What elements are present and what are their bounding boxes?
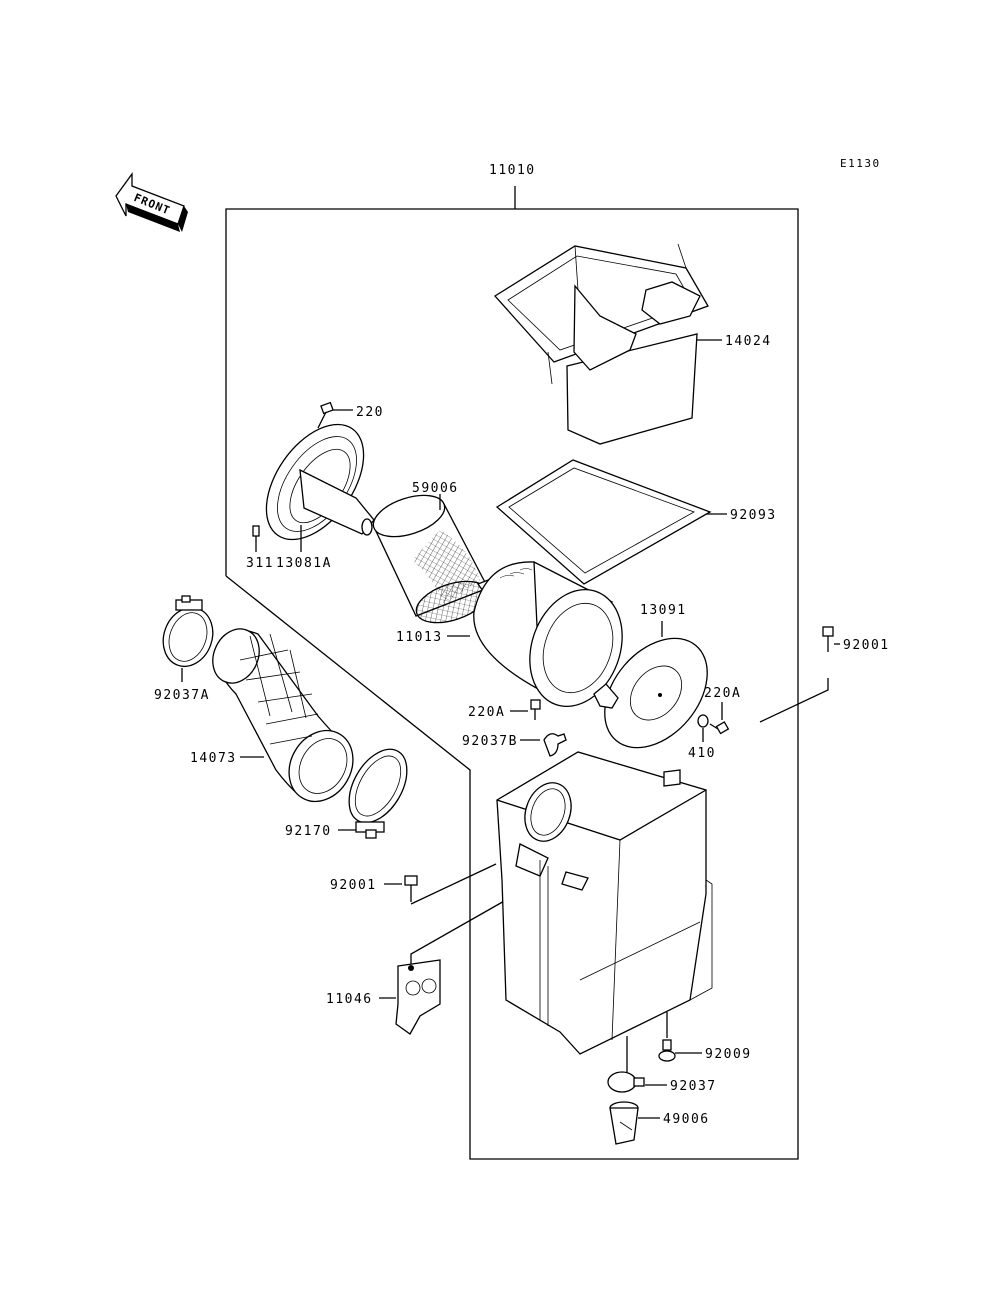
clamp-92037A: [162, 595, 214, 668]
part-11013-filter-element: [473, 561, 623, 708]
part-label-220A-left: 220A: [468, 705, 505, 720]
front-arrow-icon: FRONT: [115, 172, 188, 232]
bolt-92009: [658, 1039, 676, 1062]
screw-220A-left: [530, 699, 541, 720]
part-92093-gasket: [495, 459, 712, 585]
part-59006-screen: [372, 494, 489, 624]
part-11010-air-box: [496, 751, 713, 1055]
clamp-92170: [348, 748, 408, 839]
assembly-outline: [225, 186, 799, 1160]
part-label-92037B: 92037B: [462, 734, 518, 749]
part-14073-duct: [212, 628, 354, 803]
part-label-92170: 92170: [285, 824, 332, 839]
part-label-49006: 49006: [663, 1112, 710, 1127]
part-label-92009: 92009: [705, 1047, 752, 1062]
part-label-410: 410: [688, 746, 716, 761]
part-label-92037: 92037: [670, 1079, 717, 1094]
bolt-311: [252, 525, 260, 537]
part-11046-bracket: [395, 959, 441, 1035]
bolt-92001-left: [404, 875, 418, 902]
part-label-14073: 14073: [190, 751, 237, 766]
part-label-92001-right: 92001: [843, 638, 890, 653]
part-label-220: 220: [356, 405, 384, 420]
clamp-92037B: [543, 733, 567, 757]
diagram-code: E1130: [840, 157, 881, 170]
part-label-13081A: 13081A: [276, 556, 332, 571]
part-label-92001-left: 92001: [330, 878, 377, 893]
part-label-11010: 11010: [489, 163, 536, 178]
screw-220: [317, 401, 334, 429]
part-label-14024: 14024: [725, 334, 772, 349]
part-49006-drain: [609, 1101, 639, 1145]
part-label-13091: 13091: [640, 603, 687, 618]
part-label-59006: 59006: [412, 481, 459, 496]
washer-410: [697, 714, 709, 728]
part-13091-cover: [593, 637, 708, 749]
clamp-92037: [607, 1071, 645, 1093]
part-label-92093: 92093: [730, 508, 777, 523]
part-13081A-end-cover: [265, 423, 375, 541]
part-label-92037A: 92037A: [154, 688, 210, 703]
part-label-11046: 11046: [326, 992, 373, 1007]
part-label-220A-right: 220A: [704, 686, 741, 701]
part-label-11013: 11013: [396, 630, 443, 645]
screw-220A-right: [709, 721, 730, 735]
part-14024-top-box: [494, 243, 709, 445]
part-label-311: 311: [246, 556, 274, 571]
bolt-92001-right: [822, 626, 834, 652]
